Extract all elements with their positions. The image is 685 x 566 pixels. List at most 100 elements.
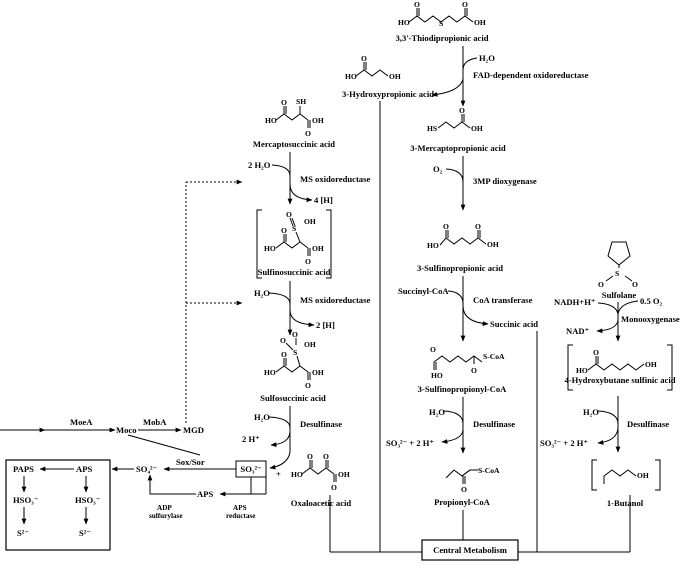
label-aps-mid: APS [197,489,213,499]
atom-s: S [439,19,443,28]
atom-oh: OH [312,244,324,253]
atom-hs: HS [427,124,437,133]
cofactor-h2o: H₂O [479,53,495,63]
label-so4: SO₄²⁻ [136,464,157,474]
label-paps: PAPS [13,464,34,474]
atom-o: O [593,348,599,357]
bracket-left [567,344,573,391]
atom-ho: HO [431,371,443,380]
atom-o: O [331,483,337,492]
enzyme-ms-oxidoreductase: MS oxidoreductase [300,174,370,184]
atom-o: O [632,280,638,289]
arrow-to-2h [289,309,315,328]
arrow-to-succinic-acid [462,305,489,326]
label-propionyl-coa: Propionyl-CoA [434,497,490,507]
enzyme-moea: MoeA [70,417,93,427]
cofactor-half-o2: 0.5 O₂ [640,296,663,306]
atom-sh: SH [296,97,306,106]
hydroxypropionic-structure: HO O OH [345,54,401,81]
label-sulfinopropionyl-coa: 3-Sulfinopropionyl-CoA [418,384,507,394]
cofactor-h2o: H₂O [254,412,270,422]
central-metabolism-box [421,539,519,561]
atom-o: O [281,226,287,235]
atom-ho: HO [291,470,303,479]
label-s2-left: S²⁻ [17,528,29,538]
atom-oh: OH [645,360,657,369]
cofactor-h2o: H₂O [429,407,445,417]
cofactor-nad: NAD⁺ [566,326,589,336]
label-sulfosuccinic-acid: Sulfosuccinic acid [260,393,326,403]
label-moco: Moco [116,425,137,435]
label-central-metabolism: Central Metabolism [433,545,508,555]
o2-input-curve [617,300,639,315]
atom-o: O [307,452,313,461]
atom-s-coa: S-CoA [478,466,500,475]
arrow-to-nad [596,319,619,334]
enzyme-desulfinase-3: Desulfinase [627,419,669,429]
label-sulfinopropionic-acid: 3-Sulfinopropionic acid [417,263,503,273]
h2o-input-curve [443,410,464,425]
atom-oh: OH [312,116,324,125]
propionyl-coa-structure: S-CoA O [445,466,500,494]
enzyme-moba: MobA [143,417,167,427]
bracket-right [667,344,673,391]
label-mercaptopropionic-acid: 3-Mercaptopropionic acid [410,143,506,153]
label-mercaptosuccinic-acid: Mercaptosuccinic acid [253,139,335,149]
atom-ho: HO [427,241,439,250]
cofactor-h2o: H₂O [583,407,599,417]
atom-oh: OH [389,72,401,81]
bracket-right [655,459,661,491]
cofactor-so3-2h: SO₃²⁻ + 2 H⁺ [386,438,434,448]
arrow-to-hydroxypropionic [431,78,464,97]
arrow-to-4h [289,183,313,203]
cofactor-2hplus: 2 H⁺ [242,434,260,444]
cofactor-nadh: NADH+H⁺ [554,297,595,307]
atom-ho: HO [398,18,410,27]
line-so3-to-aps [220,477,252,495]
line-moco-to-soxsor [127,434,201,456]
atom-o: O [471,366,477,375]
label-oxaloacetic-acid: Oxaloacetic acid [291,498,352,508]
atom-o: O [305,381,311,390]
thiodipropionic-structure: HO O S O OH [398,0,486,28]
arrow-to-2hplus [270,431,291,448]
label-mgd: MGD [183,425,204,435]
cofactor-h2o: H₂O [254,288,270,298]
atom-o: O [430,345,436,354]
butanol-structure: OH [603,469,649,484]
atom-oh: OH [487,240,499,249]
sulfinopropionic-structure: HO O O OH [427,222,499,250]
label-hydroxybutane-sulfinic-acid: 4-Hydroxybutane sulfinic acid [564,375,675,385]
atom-o: O [305,257,311,266]
bracket-right [326,209,332,279]
arrow-to-sulfite-release [441,429,464,444]
arrow-to-sulfite-release [597,427,619,445]
enzyme-aps-reductase-2: reductase [226,512,255,520]
atom-oh: OH [471,124,483,133]
succinyl-coa-curve [447,290,464,305]
atom-ho: HO [264,368,276,377]
plus-sign: + [276,469,281,479]
atom-o: O [475,222,481,231]
mercaptopropionic-structure: HS O OH [427,106,483,133]
enzyme-monooxygenase: Monooxygenase [621,314,680,324]
cofactor-2h2o: 2 H₂O [248,160,271,170]
h2o-input-curve [597,410,619,425]
mercaptosuccinic-structure: HO O SH OH O [265,97,324,138]
sulfinosuccinic-structure: HO O S O OH OH O [264,210,324,266]
nadh-input-curve [597,302,619,315]
enzyme-3mp-dioxygenase: 3MP dioxygenase [473,176,537,186]
cofactor-o2: O₂ [433,164,443,174]
atom-o: O [292,330,298,339]
oxaloacetic-structure: HO O O OH O [291,452,350,492]
label-sulfolane: Sulfolane [602,290,637,300]
label-so3-box: SO₃²⁻ [240,464,261,474]
atom-o: O [461,485,467,494]
bracket-left [256,209,262,279]
atom-o: O [280,336,286,345]
arrow-aps-to-so4 [147,474,196,495]
atom-ho: HO [345,72,357,81]
enzyme-coa-transferase: CoA transferase [473,295,533,305]
